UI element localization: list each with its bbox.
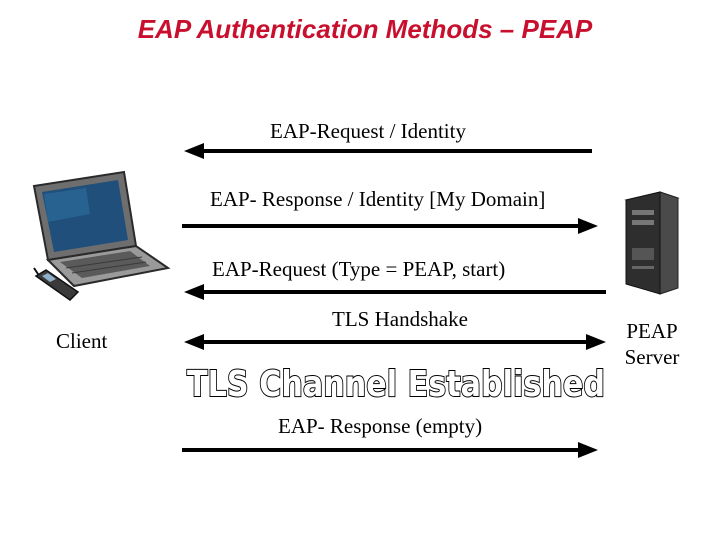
- server-label-line1: PEAP: [626, 319, 678, 343]
- msg-eap-response-identity: EAP- Response / Identity [My Domain]: [210, 187, 546, 211]
- msg-eap-response-empty: EAP- Response (empty): [278, 414, 483, 438]
- mobile-phone-icon: [33, 267, 80, 301]
- server-label-line2: Server: [624, 345, 680, 369]
- laptop-icon: [32, 170, 171, 288]
- server-tower-icon: [624, 191, 680, 295]
- server-label: PEAP Server: [612, 318, 692, 370]
- msg-eap-request-identity: EAP-Request / Identity: [270, 119, 466, 143]
- tls-channel-banner-text: TLS Channel Established: [187, 364, 605, 405]
- slide-title: EAP Authentication Methods – PEAP: [137, 14, 593, 44]
- msg-eap-request-peap-start: EAP-Request (Type = PEAP, start): [212, 257, 506, 281]
- msg-tls-handshake: TLS Handshake: [332, 307, 468, 331]
- client-label: Client: [56, 329, 108, 353]
